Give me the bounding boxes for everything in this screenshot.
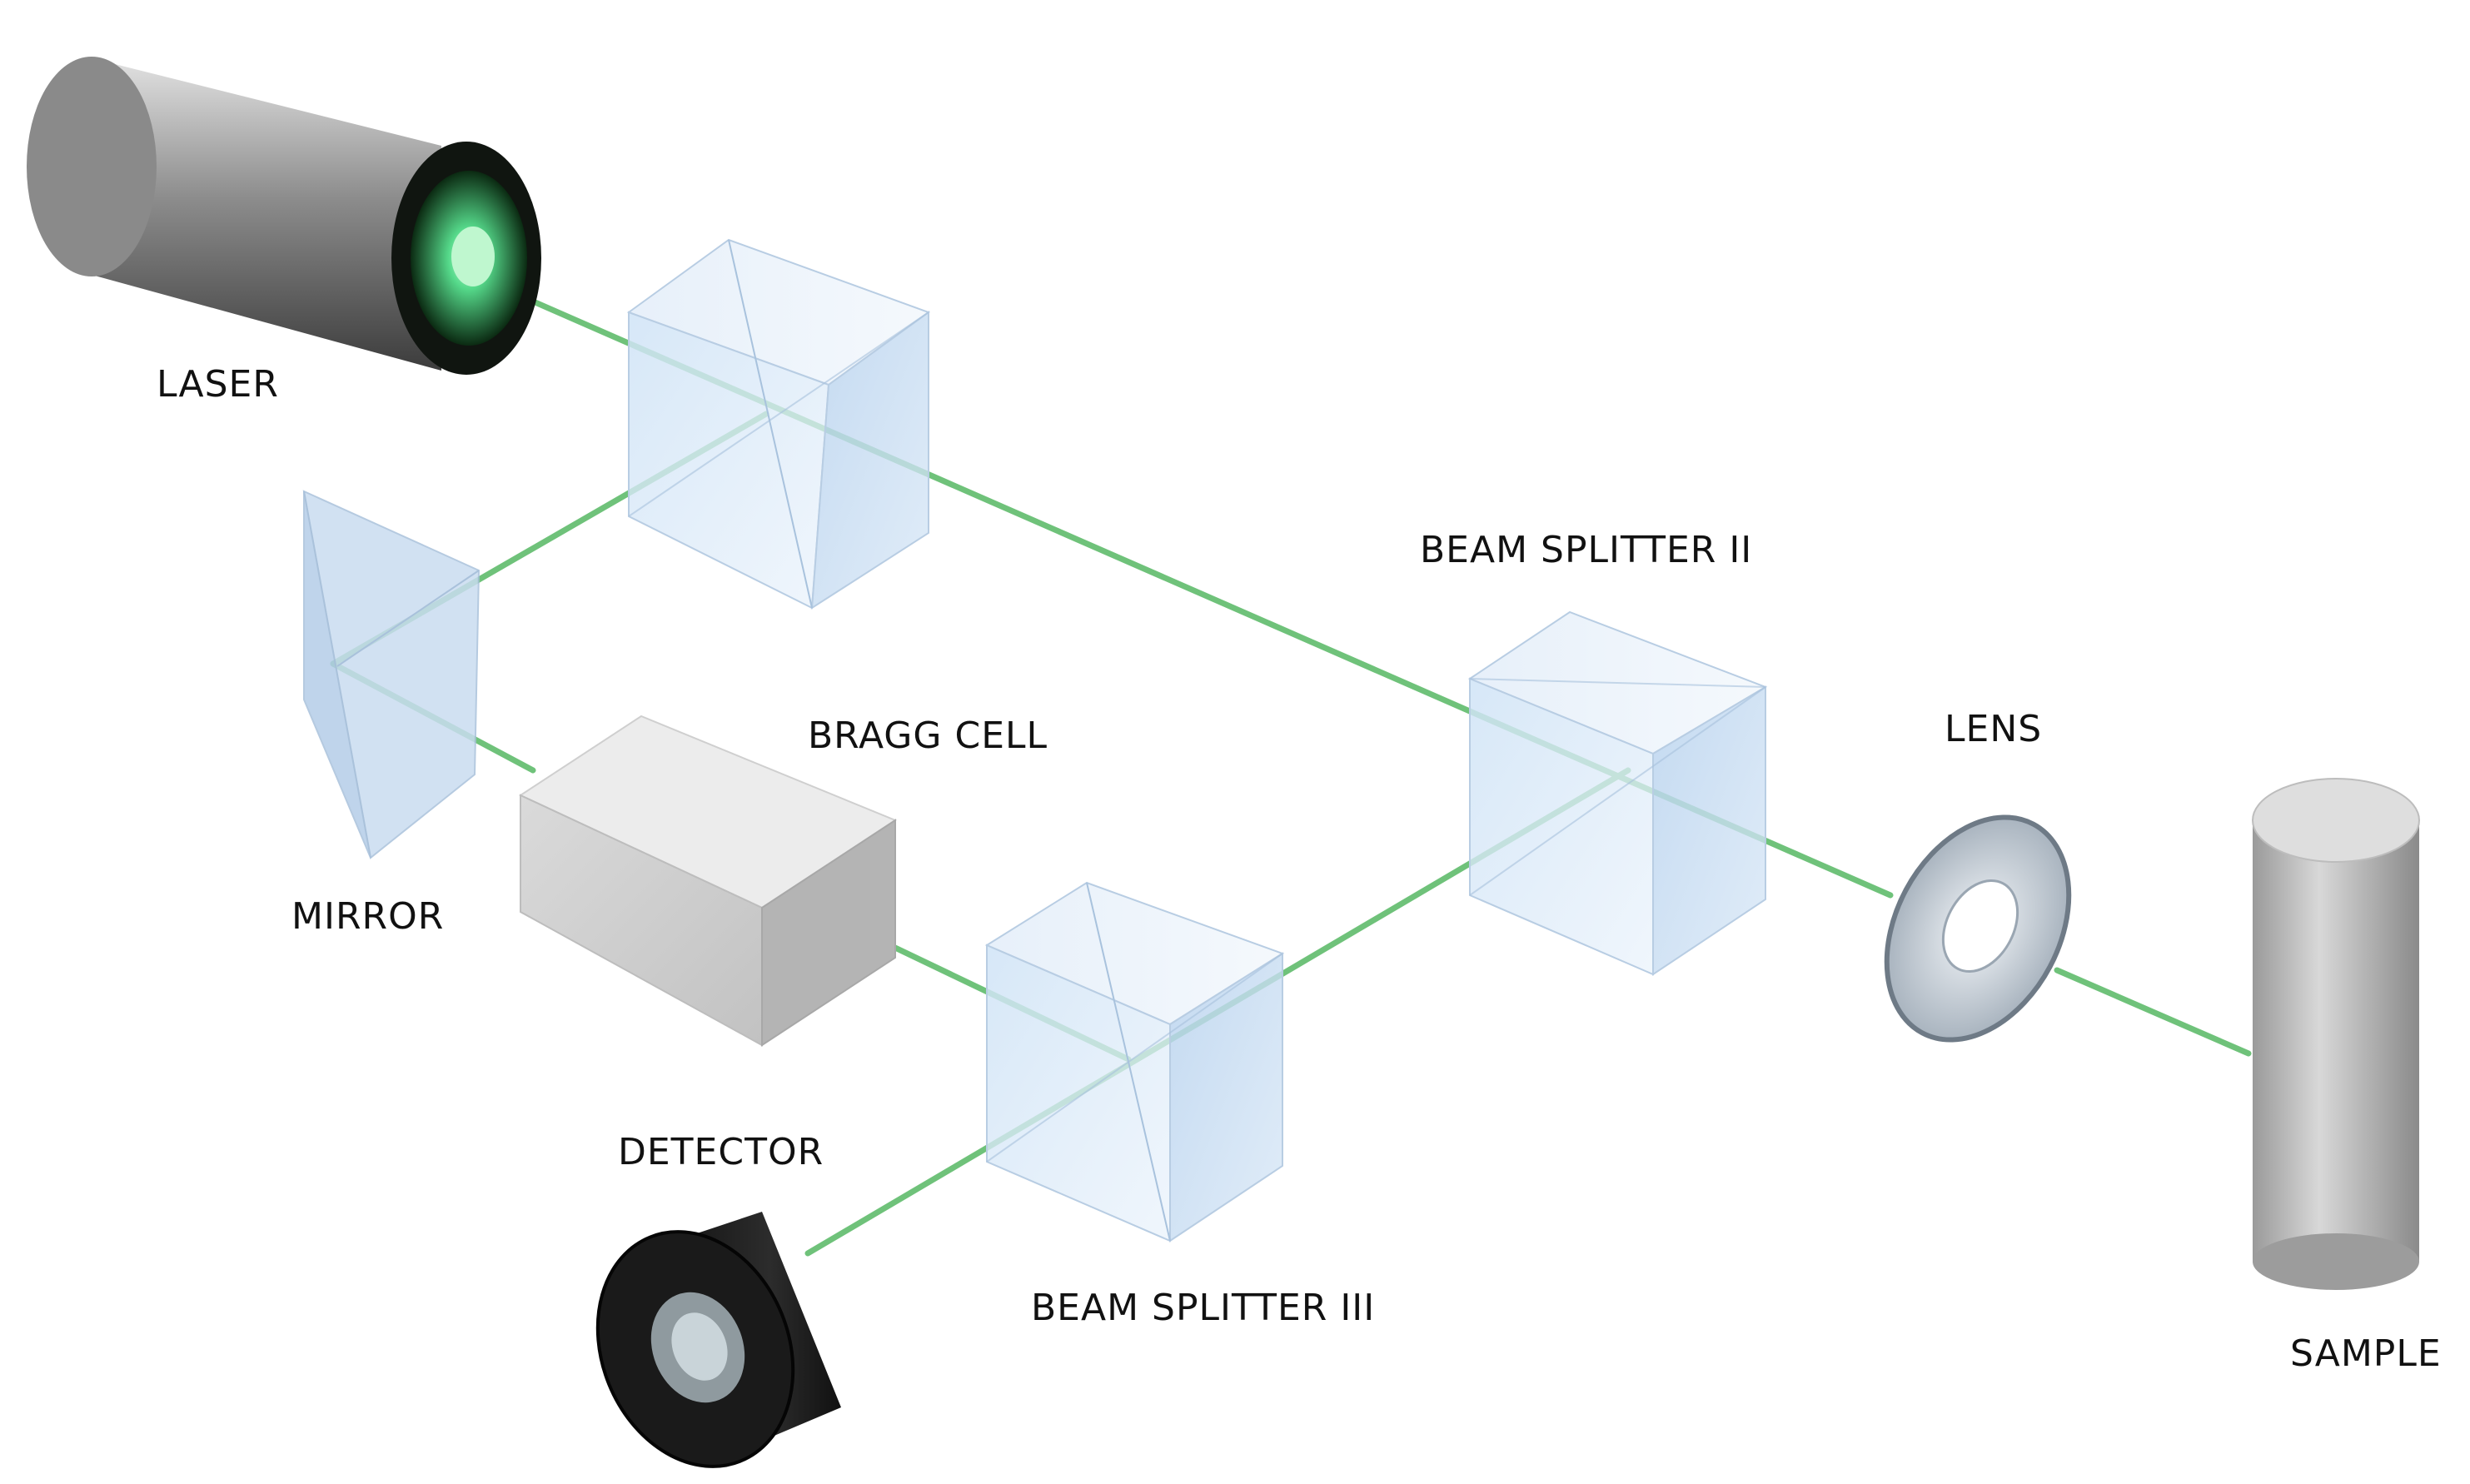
label-beam-splitter-ii: BEAM SPLITTER II	[1420, 529, 1752, 571]
detector	[595, 1212, 841, 1468]
component-labels: LASER MIRROR BRAGG CELL BEAM SPLITTER II…	[157, 363, 2442, 1375]
label-mirror: MIRROR	[291, 895, 444, 938]
label-detector: DETECTOR	[618, 1131, 824, 1173]
beam-splitter-iii-cube	[984, 881, 1285, 1242]
laser-body	[92, 58, 441, 371]
sample-cylinder	[2252, 778, 2420, 1290]
label-beam-splitter-iii: BEAM SPLITTER III	[1031, 1287, 1375, 1329]
laser-aperture-core	[451, 227, 495, 286]
laser	[27, 57, 541, 375]
beam-splitter-ii-cube	[1467, 610, 1768, 976]
label-sample: SAMPLE	[2290, 1332, 2442, 1375]
beam-lens-to-sample	[2054, 967, 2252, 1057]
label-laser: LASER	[157, 363, 279, 406]
sample-bottom	[2253, 1233, 2419, 1290]
mirror-prism	[302, 490, 481, 859]
sample-top	[2252, 778, 2420, 863]
sample-body	[2253, 820, 2419, 1262]
detector-lens-center	[671, 1312, 728, 1381]
label-lens: LENS	[1945, 708, 2042, 750]
laser-rear-cap	[27, 57, 157, 276]
beam-splitter-i-cube	[626, 238, 931, 610]
label-bragg-cell: BRAGG CELL	[808, 715, 1048, 757]
lens-center-hole	[1941, 879, 2019, 974]
bragg-cell	[518, 715, 898, 1047]
lens	[1884, 814, 2072, 1043]
